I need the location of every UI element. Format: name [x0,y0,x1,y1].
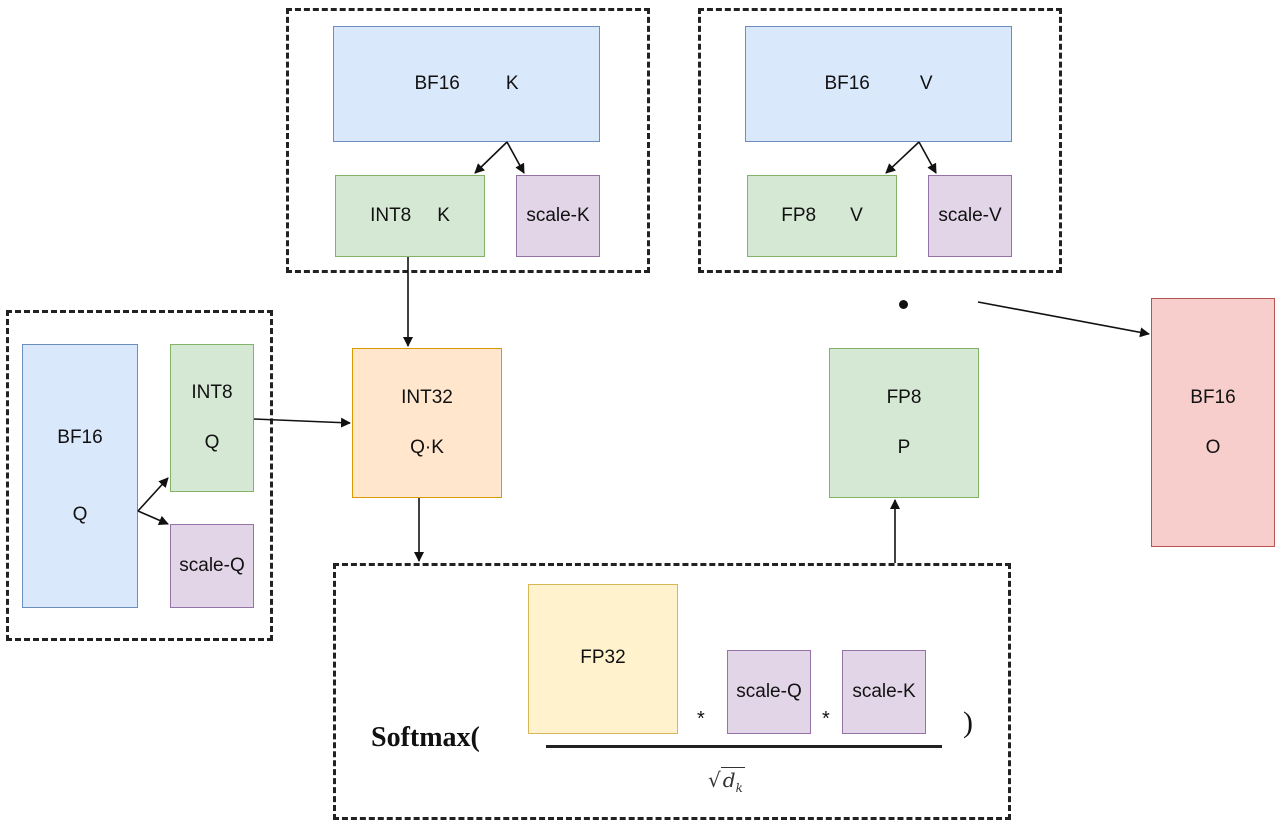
arrow-int8q-to-qk [253,417,351,428]
fp8-v-box[interactable]: FP8 V [747,175,897,257]
softmax-label: Softmax( [371,722,480,753]
p-name: P [897,437,911,458]
int32-qk-box[interactable]: INT32 Q·K [352,348,502,498]
bf16-o-box[interactable]: BF16 O [1151,298,1275,547]
bf16-q-dtype: BF16 [57,426,103,448]
arrow-bf16k-to-scalek [506,141,525,174]
bf16-q-name: Q [72,503,88,525]
scale-q-label: scale-Q [179,555,245,576]
arrow-bf16v-to-fp8v [885,141,920,174]
bf16-v-name: V [919,73,933,94]
qk-name: Q·K [410,437,444,458]
v-quantization-group [698,8,1062,273]
sqrt-radical: √ [708,768,721,792]
bf16-q-box[interactable]: BF16 Q [22,344,138,608]
int8-q-name: Q [204,432,220,453]
p-dtype: FP8 [886,387,922,408]
dot-product-operator [899,300,908,309]
softmax-scale-q-label: scale-Q [736,681,802,702]
int8-k-name: K [437,205,450,226]
int8-q-dtype: INT8 [191,382,233,403]
int8-k-dtype: INT8 [370,205,412,226]
multiply-sign-2: * [822,708,830,730]
scale-q-box[interactable]: scale-Q [170,524,254,608]
fraction-bar [546,745,942,748]
sqrt-dk: √dk [708,767,745,795]
softmax-scale-k-label: scale-K [852,681,916,702]
fp32-box[interactable]: FP32 [528,584,678,734]
scale-k-box[interactable]: scale-K [516,175,600,257]
bf16-v-dtype: BF16 [824,73,870,94]
k-quantization-group [286,8,650,273]
softmax-scale-k-box[interactable]: scale-K [842,650,926,734]
multiply-sign-1: * [697,708,705,730]
close-paren: ) [963,706,973,739]
fp32-label: FP32 [580,647,626,668]
scale-k-label: scale-K [526,205,590,226]
fp8-v-name: V [850,205,863,226]
sqrt-var: d [722,768,736,792]
arrow-bf16v-to-scalev [918,141,937,174]
q-quantization-group [6,310,273,641]
bf16-v-box[interactable]: BF16 V [745,26,1012,142]
softmax-group [333,563,1011,820]
bf16-k-box[interactable]: BF16 K [333,26,600,142]
qk-dtype: INT32 [401,387,453,408]
sqrt-sub: k [735,781,743,795]
int8-k-box[interactable]: INT8 K [335,175,485,257]
o-dtype: BF16 [1190,386,1236,408]
bf16-k-name: K [505,73,519,94]
arrow-bf16q-to-int8q [137,477,169,512]
fp8-p-box[interactable]: FP8 P [829,348,979,498]
fp8-v-dtype: FP8 [781,205,817,226]
arrow-bf16q-to-scaleq [137,510,169,526]
int8-q-box[interactable]: INT8 Q [170,344,254,492]
o-name: O [1205,436,1221,458]
softmax-scale-q-box[interactable]: scale-Q [727,650,811,734]
arrow-bf16k-to-int8k [474,141,508,174]
bf16-k-dtype: BF16 [414,73,460,94]
scale-v-box[interactable]: scale-V [928,175,1012,257]
arrow-dot-to-o [977,301,1150,338]
scale-v-label: scale-V [938,205,1002,226]
